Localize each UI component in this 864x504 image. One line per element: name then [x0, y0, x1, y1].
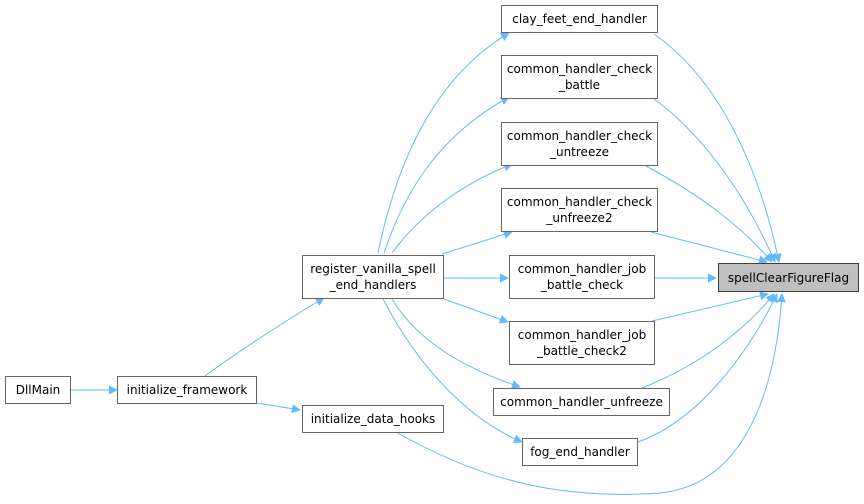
- edge-fog-end-spell-clear: [637, 293, 778, 443]
- node-initialize-data-hooks[interactable]: initialize_data_hooks: [302, 405, 444, 433]
- edge-register-fog-end: [382, 298, 523, 443]
- edge-check-unfreeze2-spell-clear: [650, 231, 768, 265]
- edge-initialize-framework-data-hooks: [256, 402, 301, 414]
- edge-register-check-unfreeze2: [441, 230, 513, 255]
- node-common-handler-check-battle[interactable]: common_handler_check _battle: [501, 55, 658, 99]
- edge-register-handler-unfreeze: [391, 298, 521, 389]
- edge-job-battle-check2-spell-clear: [651, 291, 769, 322]
- edge-register-check-untreeze: [391, 162, 513, 254]
- edge-clay-feet-spell-clear: [653, 33, 782, 263]
- node-common-handler-check-untreeze[interactable]: common_handler_check _untreeze: [501, 122, 658, 166]
- node-common-handler-unfreeze[interactable]: common_handler_unfreeze: [493, 388, 670, 416]
- node-fog-end-handler[interactable]: fog_end_handler: [522, 438, 638, 466]
- node-clay-feet-end-handler[interactable]: clay_feet_end_handler: [501, 5, 658, 33]
- edge-initialize-framework-register: [204, 297, 325, 377]
- edge-check-untreeze-spell-clear: [645, 165, 773, 263]
- node-register-vanilla-spell-end-handlers[interactable]: register_vanilla_spell _end_handlers: [302, 255, 444, 299]
- edge-register-check-battle: [383, 96, 510, 254]
- edge-register-job-battle-check2: [443, 298, 509, 324]
- node-common-handler-check-unfreeze2[interactable]: common_handler_check _unfreeze2: [501, 188, 658, 232]
- node-common-handler-job-battle-check[interactable]: common_handler_job _battle_check: [509, 255, 655, 299]
- edge-register-clay-feet: [377, 32, 510, 254]
- edge-handler-unfreeze-spell-clear: [641, 293, 775, 389]
- node-common-handler-job-battle-check2[interactable]: common_handler_job _battle_check2: [509, 321, 655, 365]
- node-initialize-framework[interactable]: initialize_framework: [117, 376, 257, 404]
- node-spell-clear-figure-flag[interactable]: spellClearFigureFlag: [718, 263, 859, 292]
- edge-data-hooks-spell-clear: [395, 293, 786, 495]
- node-dllmain[interactable]: DllMain: [5, 376, 71, 404]
- edge-check-battle-spell-clear: [653, 98, 776, 263]
